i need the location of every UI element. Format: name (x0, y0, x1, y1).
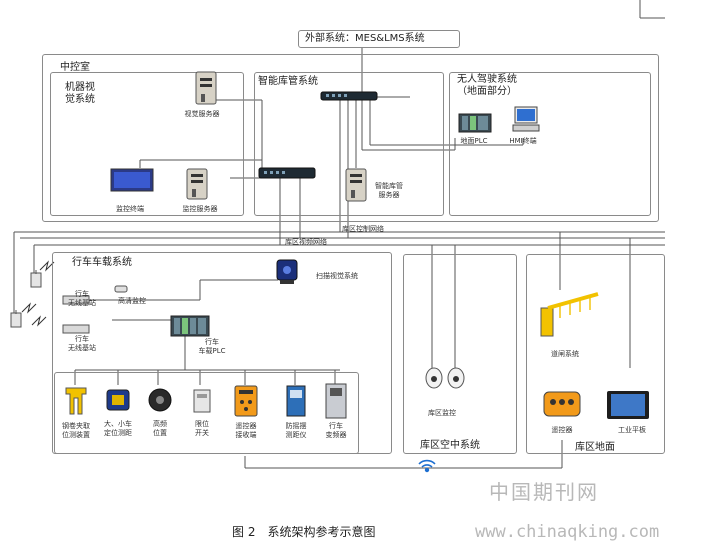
network-switch-mid-icon (258, 167, 316, 179)
external-system-label: 外部系统：MES&LMS系统 (305, 33, 425, 44)
hd-monitor-label: 高清监控 (118, 297, 146, 305)
industrial-tablet-icon (607, 391, 649, 419)
wireless-base-1-icon (62, 295, 90, 305)
watermark-cn: 中国期刊网 (489, 480, 599, 504)
control-room-title: 中控室 (60, 62, 90, 73)
cart-positioning-icon (106, 389, 130, 411)
anti-sway-rangefinder-icon (286, 385, 306, 417)
coil-clamp-sensor-label: 钢卷夹取 位测装置 (62, 422, 90, 439)
driverless-box (449, 72, 651, 216)
watermark-url: www.chinaqking.com (475, 522, 660, 542)
ground-system-box (526, 254, 665, 454)
vision-server-icon (195, 71, 217, 105)
monitor-terminal-icon (110, 168, 154, 192)
hmi-terminal-icon (512, 106, 540, 132)
monitor-server-icon (186, 168, 208, 200)
onboard-plc-icon (170, 315, 210, 337)
remote-receiver-icon (234, 385, 258, 417)
wireless-base-icon (30, 270, 42, 288)
aerial-system-box (403, 254, 517, 454)
ground-system-title: 库区地面 (575, 442, 615, 453)
monitor-server-label: 监控服务器 (182, 205, 218, 213)
coil-clamp-sensor-icon (65, 387, 87, 415)
scanner-vision-label: 扫描视觉系统 (316, 272, 358, 280)
wireless-base-2-label: 行车 无线基站 (68, 335, 96, 352)
network-switch-top-icon (320, 91, 378, 101)
control-room-box (42, 54, 659, 222)
remote-controller-icon (543, 391, 581, 417)
remote-receiver-label: 遥控器 接收端 (235, 422, 257, 439)
crane-inverter-label: 行车 变频器 (325, 422, 347, 439)
vision-server-label: 视觉服务器 (184, 110, 220, 118)
crane-inverter-icon (325, 383, 347, 419)
crane-system-title: 行车车载系统 (72, 257, 132, 268)
limit-switch-icon (193, 389, 211, 413)
video-network-label: 库区视频网络 (285, 238, 327, 246)
scanner-vision-icon (276, 259, 298, 284)
hd-camera-icon (114, 285, 128, 293)
external-system-box (298, 30, 460, 48)
aerial-system-title: 库区空中系统 (420, 440, 480, 451)
ground-plc-label: 地面PLC (460, 137, 488, 145)
smart-warehouse-box (254, 72, 444, 216)
camera-icon (425, 367, 443, 389)
ground-plc-icon (458, 113, 492, 133)
driverless-title: 无人驾驶系统 （地面部分） (457, 74, 517, 97)
control-network-label: 库区控制网络 (342, 225, 384, 233)
wireless-base-icon (10, 310, 22, 328)
crane-devices-box (54, 372, 359, 454)
monitor-terminal-label: 监控终端 (116, 205, 144, 213)
smart-warehouse-server-label: 智能库管 服务器 (375, 182, 403, 199)
camera-icon (447, 367, 465, 389)
aerial-monitor-label: 库区监控 (428, 409, 456, 417)
cart-positioning-label: 大、小车 定位测距 (104, 420, 132, 437)
machine-vision-box (50, 72, 244, 216)
barrier-label: 道闸系统 (551, 350, 579, 358)
onboard-plc-label: 行车 车载PLC (198, 338, 226, 355)
wifi-icon (418, 459, 436, 473)
limit-switch-label: 限位 开关 (195, 420, 209, 437)
smart-warehouse-title: 智能库管系统 (258, 76, 318, 87)
wireless-base-2-icon (62, 324, 90, 334)
encoder-icon (148, 388, 172, 412)
hmi-terminal-label: HMI终端 (509, 137, 537, 145)
anti-sway-rangefinder-label: 防摇摆 测距仪 (285, 422, 307, 439)
machine-vision-title: 机器视 觉系统 (65, 82, 95, 105)
industrial-tablet-label: 工业平板 (618, 426, 646, 434)
encoder-label: 高频 位置 (153, 420, 167, 437)
barrier-gate-icon (540, 292, 599, 337)
wireless-base-1-label: 行车 无线基站 (68, 290, 96, 307)
remote-controller-label: 遥控器 (551, 426, 573, 434)
smart-warehouse-server-icon (345, 168, 367, 202)
figure-caption: 图 2 系统架构参考示意图 (232, 525, 376, 539)
